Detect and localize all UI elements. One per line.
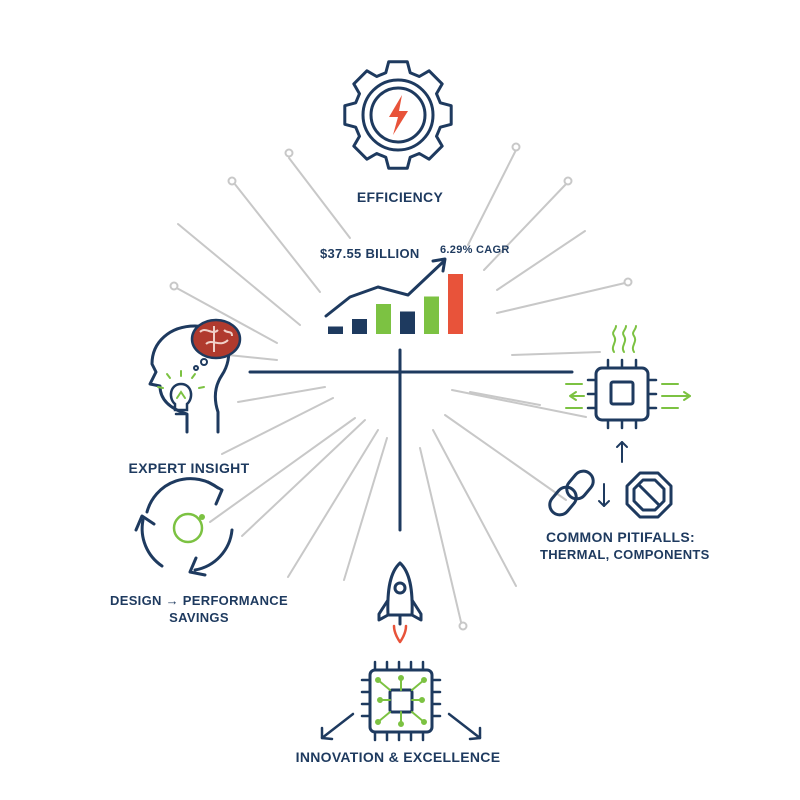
ray-line bbox=[287, 429, 379, 578]
ray-line bbox=[444, 414, 567, 501]
ray-line bbox=[496, 230, 586, 291]
ray-end-dot bbox=[458, 621, 468, 631]
efficiency-label: EFFICIENCY bbox=[356, 189, 444, 205]
ray-line bbox=[496, 282, 626, 314]
ray-line bbox=[419, 447, 462, 623]
chart-bar bbox=[352, 319, 367, 334]
ray-end-dot bbox=[284, 148, 294, 158]
growth-bar-chart bbox=[328, 274, 463, 334]
ray-line bbox=[451, 389, 587, 418]
ray-end-dot bbox=[563, 176, 573, 186]
central-cross bbox=[248, 348, 574, 532]
ray-line bbox=[237, 386, 326, 403]
diagonal-arrows bbox=[320, 712, 482, 741]
ray-line bbox=[467, 149, 517, 246]
pitfalls-title: COMMON PITIFALLS: bbox=[546, 529, 695, 545]
pitfalls-detail: THERMAL, COMPONENTS bbox=[540, 547, 710, 562]
cagr-label: 6.29% CAGR bbox=[440, 244, 510, 256]
ray-line bbox=[241, 419, 366, 537]
chain-link-icon bbox=[548, 469, 595, 517]
ray-line bbox=[343, 437, 388, 581]
lightning-icon bbox=[389, 95, 408, 135]
design-performance-label: DESIGN → PERFORMANCE bbox=[110, 593, 288, 608]
ray-line bbox=[511, 351, 601, 356]
ray-line bbox=[221, 397, 334, 455]
ray-line bbox=[483, 182, 568, 271]
ray-line bbox=[469, 391, 541, 406]
expert-insight-label: EXPERT INSIGHT bbox=[128, 460, 250, 476]
ray-line bbox=[288, 157, 351, 239]
flow-arrows bbox=[598, 441, 628, 507]
brain-icon bbox=[190, 318, 242, 371]
trend-arrow-icon bbox=[324, 257, 447, 318]
prohibited-icon bbox=[625, 471, 673, 519]
lightbulb-icon bbox=[157, 370, 205, 416]
gear-icon bbox=[343, 60, 453, 170]
ray-line bbox=[209, 417, 356, 523]
ray-line bbox=[177, 223, 301, 326]
chart-bar bbox=[376, 304, 391, 334]
ray-end-dot bbox=[169, 281, 179, 291]
ray-end-dot bbox=[623, 277, 633, 287]
circuit-chip-icon bbox=[360, 660, 442, 742]
market-value-label: $37.55 BILLION bbox=[320, 246, 420, 261]
ray-line bbox=[172, 285, 278, 344]
ray-line bbox=[432, 429, 517, 587]
chart-bar bbox=[424, 296, 439, 334]
ray-line bbox=[233, 182, 321, 293]
chart-bar bbox=[328, 326, 343, 334]
chart-bar bbox=[400, 311, 415, 334]
chart-bar bbox=[448, 274, 463, 334]
radiating-lines bbox=[169, 142, 633, 631]
rocket-icon bbox=[377, 561, 423, 644]
innovation-label: INNOVATION & EXCELLENCE bbox=[295, 749, 501, 765]
savings-label: SAVINGS bbox=[169, 610, 229, 625]
ray-end-dot bbox=[511, 142, 521, 152]
chip-icon bbox=[565, 325, 691, 430]
ray-line bbox=[227, 354, 278, 361]
cycle-icon bbox=[134, 477, 234, 577]
ray-end-dot bbox=[227, 176, 237, 186]
